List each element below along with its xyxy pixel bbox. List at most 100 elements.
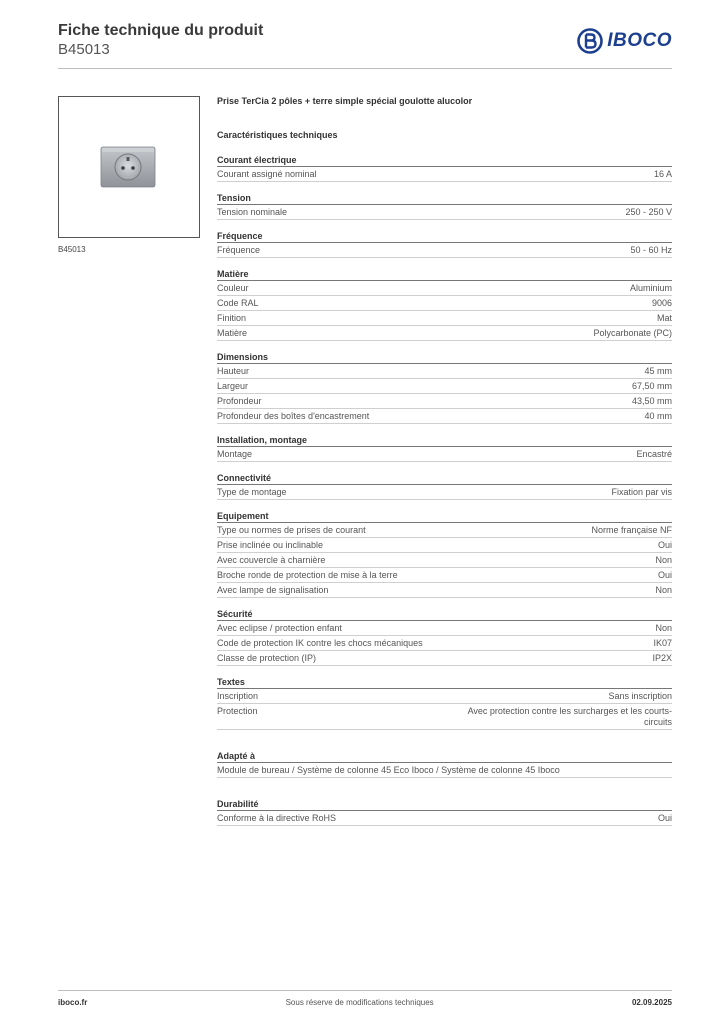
section-adapte: Adapté à Module de bureau / Système de c… bbox=[217, 750, 672, 778]
spec-value: Non bbox=[655, 555, 672, 565]
spec-label: Type de montage bbox=[217, 487, 287, 497]
spec-row: Hauteur 45 mm bbox=[217, 364, 672, 379]
spec-label: Classe de protection (IP) bbox=[217, 653, 317, 663]
section-securite: Sécurité Avec eclipse / protection enfan… bbox=[217, 608, 672, 666]
section-title: Durabilité bbox=[217, 798, 672, 811]
spec-label: Tension nominale bbox=[217, 207, 288, 217]
spec-label: Hauteur bbox=[217, 366, 250, 376]
spec-label: Conforme à la directive RoHS bbox=[217, 813, 337, 823]
socket-image bbox=[100, 146, 156, 188]
section-title: Dimensions bbox=[217, 351, 672, 364]
spec-label: Broche ronde de protection de mise à la … bbox=[217, 570, 398, 580]
spec-value: 67,50 mm bbox=[631, 381, 672, 391]
footer-date: 02.09.2025 bbox=[631, 998, 672, 1007]
spec-row: Protection Avec protection contre les sur… bbox=[217, 704, 672, 730]
spec-row: Tension nominale 250 - 250 V bbox=[217, 205, 672, 220]
iboco-logo-icon bbox=[577, 28, 604, 54]
footer-divider bbox=[58, 990, 672, 991]
header-divider bbox=[58, 68, 672, 69]
spec-label: Code RAL bbox=[217, 298, 259, 308]
spec-row: Avec lampe de signalisation Non bbox=[217, 583, 672, 598]
spec-value: IK07 bbox=[653, 638, 672, 648]
product-image-frame bbox=[58, 96, 200, 238]
section-equipement: Equipement Type ou normes de prises de c… bbox=[217, 510, 672, 598]
section-title: Connectivité bbox=[217, 472, 672, 485]
section-courant: Courant électrique Courant assigné nomin… bbox=[217, 154, 672, 182]
spec-value: Avec protection contre les surcharges et… bbox=[467, 706, 672, 727]
spec-row: Type ou normes de prises de courant Norme… bbox=[217, 523, 672, 538]
spec-row: Courant assigné nominal 16 A bbox=[217, 167, 672, 182]
spec-label: Avec eclipse / protection enfant bbox=[217, 623, 342, 633]
section-title: Adapté à bbox=[217, 750, 672, 763]
spec-value: Oui bbox=[657, 570, 672, 580]
spec-label: Fréquence bbox=[217, 245, 261, 255]
spec-row: Broche ronde de protection de mise à la … bbox=[217, 568, 672, 583]
page-footer: iboco.fr Sous réserve de modifications t… bbox=[58, 998, 672, 1007]
spec-value: Oui bbox=[657, 540, 672, 550]
spec-value: 43,50 mm bbox=[631, 396, 672, 406]
spec-value: Polycarbonate (PC) bbox=[593, 328, 672, 338]
section-title: Tension bbox=[217, 192, 672, 205]
spec-label: Profondeur bbox=[217, 396, 262, 406]
section-title: Fréquence bbox=[217, 230, 672, 243]
spec-label: Code de protection IK contre les chocs m… bbox=[217, 638, 423, 648]
spec-label: Avec lampe de signalisation bbox=[217, 585, 329, 595]
spec-row: Code RAL 9006 bbox=[217, 296, 672, 311]
section-title: Textes bbox=[217, 676, 672, 689]
spec-row: Avec couvercle à charnière Non bbox=[217, 553, 672, 568]
spec-value: Fixation par vis bbox=[611, 487, 672, 497]
spec-row: Largeur 67,50 mm bbox=[217, 379, 672, 394]
spec-value: 50 - 60 Hz bbox=[630, 245, 672, 255]
spec-value: Norme française NF bbox=[591, 525, 672, 535]
spec-value: Sans inscription bbox=[608, 691, 672, 701]
product-title: Prise TerCia 2 pôles + terre simple spéc… bbox=[217, 96, 473, 106]
spec-value: 250 - 250 V bbox=[625, 207, 672, 217]
section-durabilite: Durabilité Conforme à la directive RoHS O… bbox=[217, 798, 672, 826]
section-title: Courant électrique bbox=[217, 154, 672, 167]
spec-row: Conforme à la directive RoHS Oui bbox=[217, 811, 672, 826]
spec-row: Prise inclinée ou inclinable Oui bbox=[217, 538, 672, 553]
compatibility-text: Module de bureau / Système de colonne 45… bbox=[217, 763, 672, 778]
spec-value: Encastré bbox=[636, 449, 672, 459]
spec-value: 45 mm bbox=[644, 366, 672, 376]
spec-label: Couleur bbox=[217, 283, 249, 293]
spec-value: Non bbox=[655, 623, 672, 633]
spec-label: Protection bbox=[217, 706, 258, 716]
section-connectivite: Connectivité Type de montage Fixation par… bbox=[217, 472, 672, 500]
spec-value: 9006 bbox=[651, 298, 672, 308]
spec-label: Montage bbox=[217, 449, 253, 459]
spec-value: 16 A bbox=[653, 169, 672, 179]
spec-label: Courant assigné nominal bbox=[217, 169, 317, 179]
spec-label: Avec couvercle à charnière bbox=[217, 555, 326, 565]
footer-disclaimer: Sous réserve de modifications techniques bbox=[285, 998, 434, 1007]
specs-heading: Caractéristiques techniques bbox=[217, 130, 338, 140]
image-caption: B45013 bbox=[58, 245, 86, 254]
spec-label: Largeur bbox=[217, 381, 249, 391]
spec-value: Oui bbox=[657, 813, 672, 823]
spec-label: Prise inclinée ou inclinable bbox=[217, 540, 324, 550]
spec-content: Prise TerCia 2 pôles + terre simple spéc… bbox=[217, 96, 672, 826]
spec-row: Montage Encastré bbox=[217, 447, 672, 462]
spec-value: Non bbox=[655, 585, 672, 595]
spec-row: Profondeur des boîtes d'encastrement 40 m… bbox=[217, 409, 672, 424]
spec-row: Avec eclipse / protection enfant Non bbox=[217, 621, 672, 636]
section-title: Matière bbox=[217, 268, 672, 281]
section-title: Equipement bbox=[217, 510, 672, 523]
spec-row: Type de montage Fixation par vis bbox=[217, 485, 672, 500]
brand-logo: IBOCO bbox=[577, 28, 672, 54]
spec-label: Profondeur des boîtes d'encastrement bbox=[217, 411, 370, 421]
spec-value: 40 mm bbox=[644, 411, 672, 421]
page-title: Fiche technique du produit bbox=[58, 22, 264, 39]
spec-value: Mat bbox=[656, 313, 672, 323]
spec-row: Classe de protection (IP)IP2X bbox=[217, 651, 672, 666]
page-header: Fiche technique du produit B45013 IBOCO bbox=[58, 22, 672, 70]
spec-label: Type ou normes de prises de courant bbox=[217, 525, 366, 535]
